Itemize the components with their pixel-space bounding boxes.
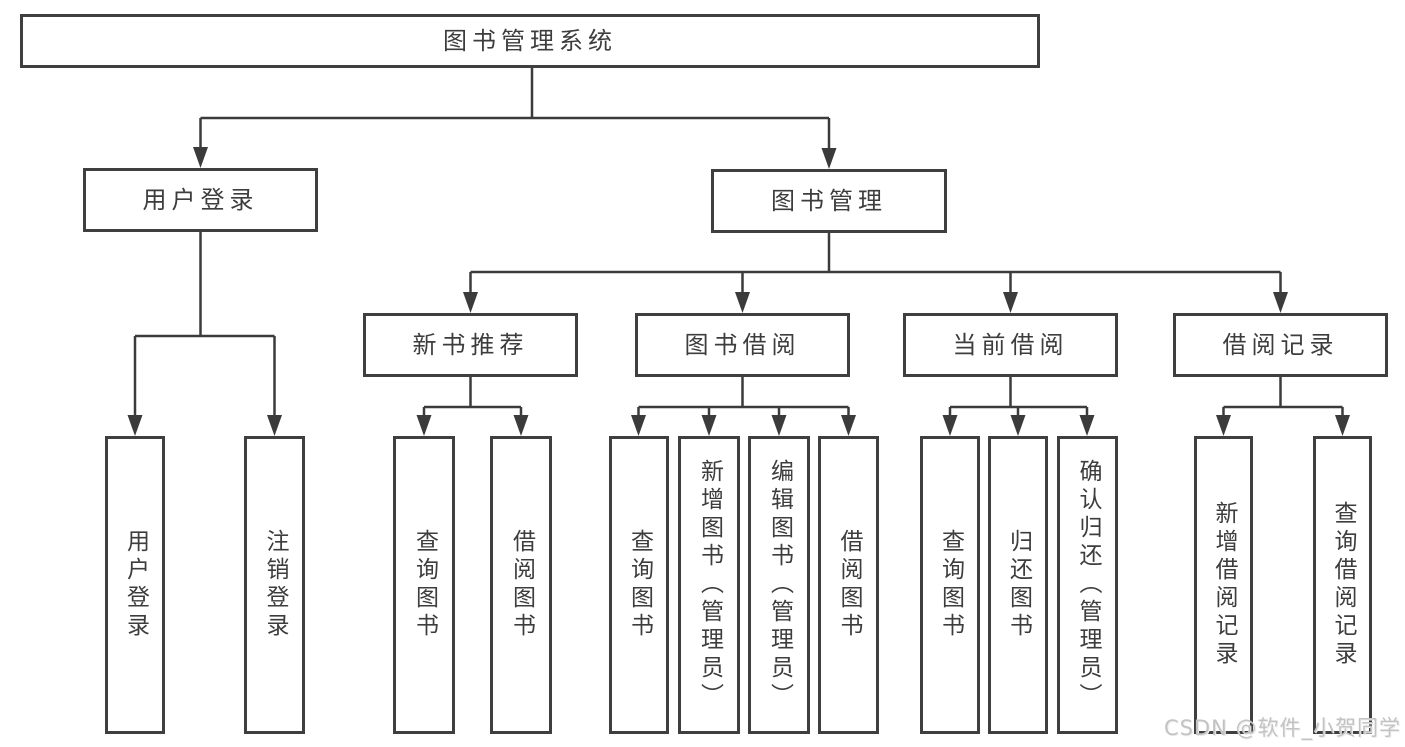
node-borrow-records-label: 借阅记录 xyxy=(1222,331,1339,359)
leaf-bb-borrow-books-label: 借阅图书 xyxy=(836,529,862,641)
leaf-rec-borrow-books-label: 借阅图书 xyxy=(508,529,535,641)
leaf-bb-edit-books-admin-label: 编辑图书（管理员） xyxy=(766,459,793,711)
leaf-br-add-record-label: 新增借阅记录 xyxy=(1211,501,1237,669)
csdn-watermark: CSDN @软件_小贺同学 xyxy=(1163,716,1401,740)
node-root: 图书管理系统 xyxy=(20,14,1040,68)
leaf-bb-query-books-label: 查询图书 xyxy=(626,529,653,641)
leaf-logout-label: 注销登录 xyxy=(262,529,288,641)
leaf-logout: 注销登录 xyxy=(244,436,305,734)
node-user-login: 用户登录 xyxy=(83,168,318,232)
leaf-br-add-record: 新增借阅记录 xyxy=(1194,436,1253,734)
leaf-cb-return-books-label: 归还图书 xyxy=(1005,529,1032,641)
node-current-borrow-label: 当前借阅 xyxy=(952,331,1069,359)
leaf-bb-add-books-admin-label: 新增图书（管理员） xyxy=(696,459,723,711)
node-user-login-label: 用户登录 xyxy=(142,186,259,214)
leaf-cb-query-books: 查询图书 xyxy=(920,436,980,734)
node-current-borrow: 当前借阅 xyxy=(903,313,1118,377)
leaf-cb-query-books-label: 查询图书 xyxy=(937,529,964,641)
leaf-rec-query-books: 查询图书 xyxy=(393,436,455,734)
leaf-bb-add-books-admin: 新增图书（管理员） xyxy=(678,436,740,734)
leaf-br-query-record-label: 查询借阅记录 xyxy=(1330,501,1356,669)
node-new-book-recommend-label: 新书推荐 xyxy=(412,331,529,359)
leaf-bb-borrow-books: 借阅图书 xyxy=(818,436,879,734)
leaf-rec-query-books-label: 查询图书 xyxy=(411,529,438,641)
leaf-user-login: 用户登录 xyxy=(105,436,165,734)
leaf-rec-borrow-books: 借阅图书 xyxy=(490,436,552,734)
leaf-bb-query-books: 查询图书 xyxy=(609,436,669,734)
node-borrow-records: 借阅记录 xyxy=(1173,313,1388,377)
leaf-cb-confirm-return-admin: 确认归还（管理员） xyxy=(1057,436,1118,734)
node-root-label: 图书管理系统 xyxy=(443,27,617,55)
node-book-borrow-label: 图书借阅 xyxy=(684,331,801,359)
node-new-book-recommend: 新书推荐 xyxy=(363,313,578,377)
leaf-br-query-record: 查询借阅记录 xyxy=(1313,436,1372,734)
leaf-cb-confirm-return-admin-label: 确认归还（管理员） xyxy=(1075,459,1101,711)
node-book-management: 图书管理 xyxy=(711,169,947,233)
node-book-management-label: 图书管理 xyxy=(771,187,887,215)
leaf-user-login-label: 用户登录 xyxy=(122,529,149,641)
node-book-borrow: 图书借阅 xyxy=(635,313,850,377)
leaf-bb-edit-books-admin: 编辑图书（管理员） xyxy=(748,436,810,734)
leaf-cb-return-books: 归还图书 xyxy=(988,436,1048,734)
